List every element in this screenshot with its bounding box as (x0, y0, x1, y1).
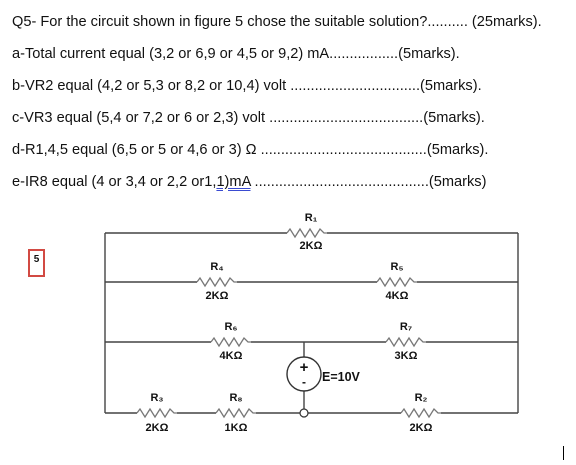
r4-name: R₄ (210, 261, 223, 273)
terminal-node (299, 408, 309, 418)
r5-zigzag (376, 276, 417, 288)
r4-zigzag (196, 276, 237, 288)
r4-value: 2KΩ (206, 290, 229, 302)
r7-name: R₇ (400, 321, 412, 333)
source-minus: - (302, 375, 306, 389)
option-e-underlined: 1)mA (216, 174, 251, 190)
r3-zigzag (136, 407, 177, 419)
r7-zigzag (385, 336, 426, 348)
r6-value: 4KΩ (220, 350, 243, 362)
voltage-source-icon (286, 356, 322, 392)
r3-name: R₃ (150, 392, 163, 404)
option-e-dots: ........................................… (250, 174, 429, 190)
r1-value: 2KΩ (300, 240, 323, 252)
option-b-text: b-VR2 equal (4,2 or 5,3 or 8,2 or 10,4) … (12, 78, 291, 94)
option-b-marks: (5marks). (420, 78, 482, 94)
r2-value: 2KΩ (410, 422, 433, 434)
text-cursor (563, 446, 564, 460)
option-a-marks: (5marks). (398, 46, 460, 62)
circuit-wires (104, 232, 519, 414)
r1-name: R₁ (305, 212, 318, 224)
option-d: d-R1,4,5 equal (6,5 or 5 or 4,6 or 3) Ω … (12, 142, 488, 158)
option-e: e-IR8 equal (4 or 3,4 or 2,2 or1,1)mA ..… (12, 174, 486, 190)
resistor-zigzags (136, 227, 441, 419)
option-a-dots: ................. (329, 46, 399, 62)
option-c-marks: (5marks). (423, 110, 485, 126)
option-a-text: a-Total current equal (3,2 or 6,9 or 4,5… (12, 46, 330, 62)
option-c: c-VR3 equal (5,4 or 7,2 or 6 or 2,3) vol… (12, 110, 485, 126)
r8-zigzag (215, 407, 256, 419)
r6-zigzag (210, 336, 251, 348)
option-d-marks: (5marks). (426, 142, 489, 158)
r6-name: R₆ (225, 321, 238, 333)
source-plus: + (300, 359, 309, 376)
option-a: a-Total current equal (3,2 or 6,9 or 4,5… (12, 46, 460, 62)
option-c-text: c-VR3 equal (5,4 or 7,2 or 6 or 2,3) vol… (12, 110, 270, 126)
option-e-text: e-IR8 equal (4 or 3,4 or 2,2 or1, (12, 174, 217, 190)
option-d-dots: ........................................… (260, 142, 427, 158)
r7-value: 3KΩ (395, 350, 418, 362)
figure-number-badge: 5 (28, 249, 45, 277)
option-c-dots: ...................................... (269, 110, 424, 126)
r8-value: 1KΩ (225, 422, 248, 434)
r5-value: 4KΩ (386, 290, 409, 302)
question-stem: Q5- For the circuit shown in figure 5 ch… (12, 14, 542, 30)
r5-name: R₅ (391, 261, 404, 273)
option-d-text: d-R1,4,5 equal (6,5 or 5 or 4,6 or 3) Ω (12, 142, 261, 158)
source-label: E=10V (322, 370, 361, 384)
r2-zigzag (400, 407, 441, 419)
r2-name: R₂ (415, 392, 428, 404)
r1-zigzag (286, 227, 327, 239)
option-e-marks: (5marks) (428, 174, 487, 190)
option-b: b-VR2 equal (4,2 or 5,3 or 8,2 or 10,4) … (12, 78, 482, 94)
r3-value: 2KΩ (146, 422, 169, 434)
r8-name: R₈ (229, 392, 242, 404)
option-b-dots: ................................ (290, 78, 420, 94)
